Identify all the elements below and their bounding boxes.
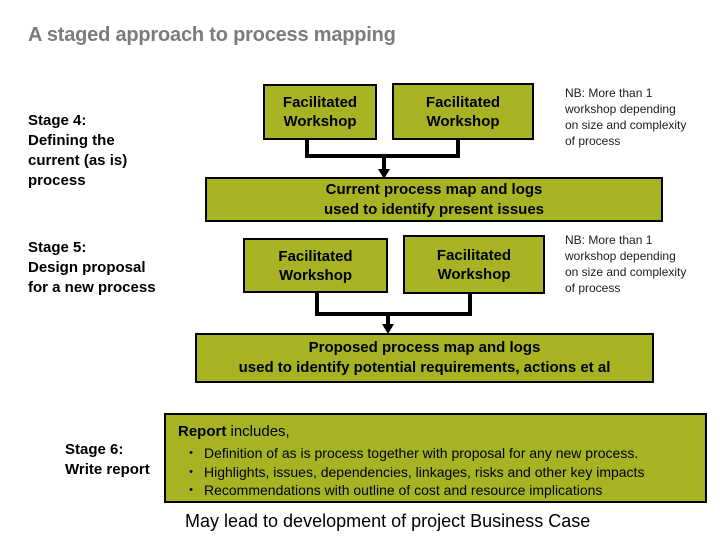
stage4-note: NB: More than 1 workshop depending on si…	[565, 86, 687, 148]
report-bullet-list: • Definition of as is process together w…	[178, 444, 693, 500]
stage4-output-label: Current process map and logs used to ide…	[323, 180, 545, 218]
bullet-icon: •	[189, 447, 193, 459]
workshop-box-label: Facilitated Workshop	[282, 94, 358, 130]
report-box: Report includes, • Definition of as is p…	[164, 413, 707, 503]
stage5-output-label: Proposed process map and logs used to id…	[238, 339, 611, 376]
stage5-workshop-box-2: Facilitated Workshop	[403, 235, 545, 294]
workshop-box-label: Facilitated Workshop	[436, 246, 512, 283]
stage5-merge-connector	[315, 292, 472, 334]
report-heading-bold: Report	[178, 423, 227, 440]
report-heading-rest: includes,	[226, 423, 290, 440]
report-heading: Report includes,	[178, 421, 693, 442]
stage4-label: Stage 4: Defining the current (as is) pr…	[28, 112, 128, 189]
stage4-output-box: Current process map and logs used to ide…	[205, 177, 663, 222]
stage4-workshop-box-1: Facilitated Workshop	[263, 84, 377, 140]
bullet-icon: •	[189, 484, 193, 496]
footer-caption: May lead to development of project Busin…	[185, 511, 591, 531]
bullet-icon: •	[189, 465, 193, 478]
arrow-down-icon	[378, 169, 390, 179]
report-bullet-item: • Definition of as is process together w…	[178, 444, 693, 463]
workshop-box-label: Facilitated Workshop	[425, 93, 501, 130]
report-bullet-text: Highlights, issues, dependencies, linkag…	[204, 463, 645, 480]
report-bullet-item: • Highlights, issues, dependencies, link…	[178, 463, 693, 482]
stage4-workshop-box-2: Facilitated Workshop	[392, 83, 534, 140]
report-bullet-text: Definition of as is process together wit…	[204, 445, 639, 461]
stage5-label: Stage 5: Design proposal for a new proce…	[28, 239, 156, 296]
report-bullet-item: • Recommendations with outline of cost a…	[178, 481, 693, 500]
stage5-workshop-box-1: Facilitated Workshop	[243, 238, 388, 293]
arrow-down-icon	[382, 324, 394, 334]
stage5-note: NB: More than 1 workshop depending on si…	[565, 233, 687, 295]
workshop-box-label: Facilitated Workshop	[278, 247, 353, 284]
report-bullet-text: Recommendations with outline of cost and…	[204, 482, 603, 498]
stage5-output-box: Proposed process map and logs used to id…	[195, 333, 654, 383]
stage6-label: Stage 6: Write report	[65, 441, 150, 478]
stage4-merge-connector	[305, 139, 460, 179]
slide-title: A staged approach to process mapping	[28, 24, 396, 46]
